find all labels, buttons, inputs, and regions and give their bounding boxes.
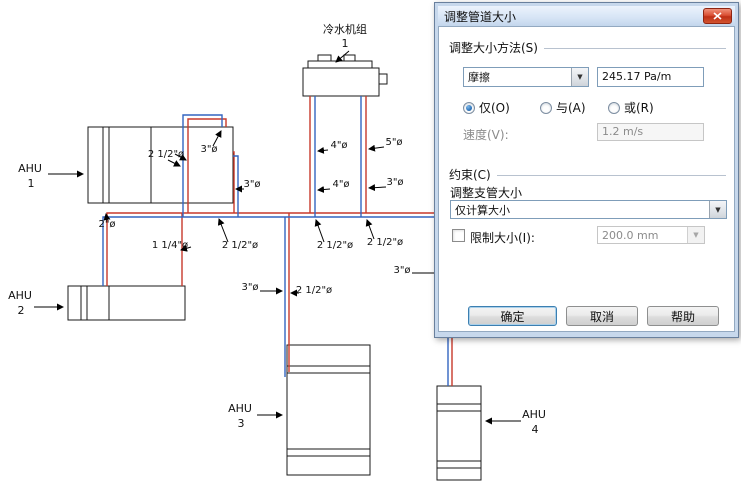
chevron-down-icon[interactable]: ▼ [709,201,726,218]
pipe-size-label: 2 1/2"ø [222,240,258,251]
sizing-method-combobox[interactable]: 摩擦 ▼ [463,67,589,87]
constraints-group-header: 约束(C) [449,166,726,183]
sizing-method-value: 摩擦 [468,71,490,84]
radio-or-label: 或(R) [624,101,654,115]
ahu1-number: 1 [28,177,35,190]
limit-size-combobox: 200.0 mm ▼ [597,226,705,244]
velocity-label: 速度(V): [463,128,509,142]
velocity-value-input: 1.2 m/s [597,123,704,141]
pipe-size-label: 2 1/2"ø [367,237,403,248]
pipe-size-label: 3"ø [243,179,260,190]
ahu2-body [67,285,186,321]
branch-sizing-value: 仅计算大小 [455,203,510,217]
dialog-body: 调整大小方法(S) 摩擦 ▼ 245.17 Pa/m 仅(O) 与(A) 或(R… [438,26,735,332]
ahu3-label: AHU [228,402,252,415]
constraints-legend: 约束(C) [449,168,491,182]
adjust-pipe-size-dialog: 调整管道大小 调整大小方法(S) 摩擦 ▼ 245.17 Pa/m 仅(O) [434,2,739,338]
close-icon [713,12,722,20]
limit-size-label: 限制大小(I): [470,231,535,245]
pipe-size-label: 2 1/2"ø [148,149,184,160]
radio-only[interactable]: 仅(O) [463,99,510,116]
ahu3-number: 3 [238,417,245,430]
branch-sizing-label: 调整支管大小 [450,186,523,200]
radio-and-circle[interactable] [540,101,552,114]
pipe-size-label: 2"ø [98,219,115,230]
pipe-size-label: 1 1/4"ø [152,240,188,251]
ahu4-label: AHU [522,408,546,421]
ahu2-label: AHU [8,289,32,302]
radio-or-circle[interactable] [608,101,620,114]
group-rule [543,48,726,49]
ok-button[interactable]: 确定 [468,306,557,326]
pipe-size-label: 2 1/2"ø [317,240,353,251]
chevron-down-icon: ▼ [687,227,704,243]
pipe-size-label: 3"ø [386,177,403,188]
close-button[interactable] [703,8,732,24]
pipe-size-label: 5"ø [385,137,402,148]
radio-and[interactable]: 与(A) [540,99,586,116]
pipe-size-label: 3"ø [241,282,258,293]
cancel-button[interactable]: 取消 [566,306,638,326]
ahu4-number: 4 [532,423,539,436]
pipe-size-label: 4"ø [330,140,347,151]
chiller-label: 冷水机组 [323,22,367,36]
radio-or[interactable]: 或(R) [608,99,654,116]
pipe-size-label: 3"ø [200,144,217,155]
supply-pipes [102,96,449,386]
chiller-unit [302,54,388,97]
radio-only-circle[interactable] [463,101,475,114]
radio-and-label: 与(A) [556,101,586,115]
branch-sizing-combobox[interactable]: 仅计算大小 ▼ [450,200,727,219]
dialog-titlebar[interactable]: 调整管道大小 [438,6,735,26]
dialog-title: 调整管道大小 [444,9,517,24]
ahu1-body [87,126,234,204]
chevron-down-icon[interactable]: ▼ [571,68,588,86]
limit-size-checkbox[interactable] [452,229,465,242]
pipe-size-label: 2 1/2"ø [296,285,332,296]
ahu3-body [286,344,371,476]
ahu1-label: AHU [18,162,42,175]
pipe-size-label: 4"ø [332,179,349,190]
chiller-number: 1 [342,37,349,50]
ahu2-number: 2 [18,304,25,317]
limit-size-value: 200.0 mm [602,228,659,242]
pipe-size-label: 3"ø [393,265,410,276]
diagram-labels: 冷水机组 1 AHU 1 AHU 2 AHU 3 AHU 4 2 1/2"ø 3… [8,22,546,436]
sizing-method-legend: 调整大小方法(S) [449,41,538,55]
sizing-method-group-header: 调整大小方法(S) [449,39,726,56]
leader-lines [34,50,521,425]
group-rule [496,175,726,176]
friction-value-input[interactable]: 245.17 Pa/m [597,67,704,87]
ahu4-body [436,385,482,481]
help-button[interactable]: 帮助 [647,306,719,326]
radio-only-label: 仅(O) [479,101,510,115]
equipment-outlines [67,54,482,481]
